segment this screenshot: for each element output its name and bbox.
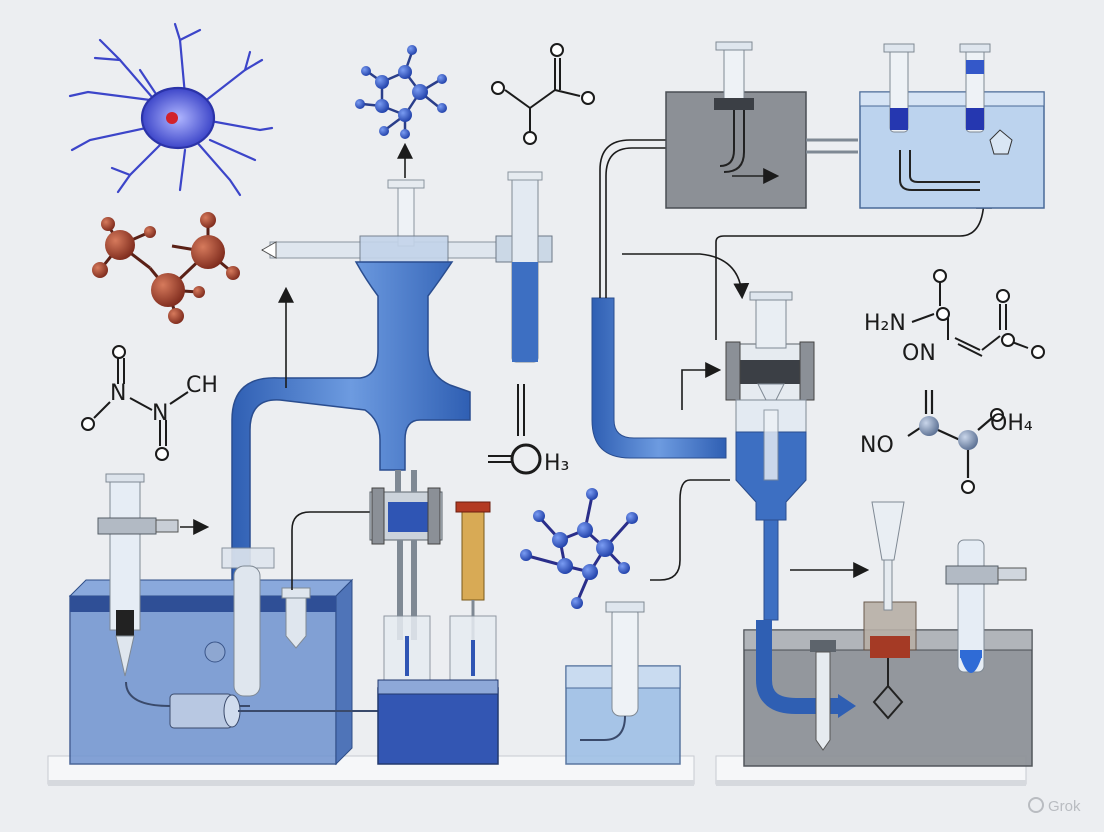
arrow-curve-up: [715, 192, 992, 340]
tube-into-tank: [221, 511, 376, 697]
ring-structure: H₃: [488, 384, 569, 476]
arrow-into-chamber: [681, 362, 722, 410]
arrow-curve-down: [622, 253, 750, 300]
funnel-icon-bottom-right: [871, 501, 905, 611]
syringe-icon-right: [945, 539, 1027, 673]
molecule-icon-red: [92, 212, 240, 324]
beaker-icon-pair: [383, 615, 497, 689]
formula-n-upper: N: [110, 381, 126, 406]
tank-icon-gray-top: [665, 41, 858, 209]
watermark-text: Grok: [1048, 798, 1081, 815]
tank-icon-gray-bottom: [743, 601, 1033, 767]
watermark: Grok: [1028, 797, 1081, 815]
formula-n-lower: N: [152, 401, 168, 426]
formula-on: ON: [902, 341, 936, 366]
formula-ring-h3: H₃: [544, 451, 569, 476]
skeletal-structure-top: [491, 43, 595, 145]
no-oh-structure: NO OH₄: [860, 390, 1033, 494]
syringe-icon-left: [97, 473, 179, 677]
clamp-assembly: [369, 470, 443, 640]
neuron-icon: [68, 22, 274, 197]
amine-structure: H₂N ON: [864, 269, 1045, 366]
formula-no: NO: [860, 433, 894, 458]
nitro-structure: N N CH: [81, 345, 218, 461]
molecule-icon-blue-top: [355, 45, 447, 139]
funnel-icon-center-right: [725, 291, 815, 621]
tank-icon-blue-top: [859, 43, 1045, 209]
formula-h2n: H₂N: [864, 311, 906, 336]
line-to-small-tank: [650, 479, 730, 581]
tank-icon-center: [377, 679, 499, 765]
molecule-icon-blue-center: [520, 488, 638, 609]
pipe-right-vertical: [591, 139, 727, 459]
formula-ch: CH: [186, 373, 218, 398]
central-t-tube: [231, 171, 553, 611]
formula-oh4: OH₄: [990, 411, 1033, 436]
tank-icon-small: [565, 601, 681, 765]
